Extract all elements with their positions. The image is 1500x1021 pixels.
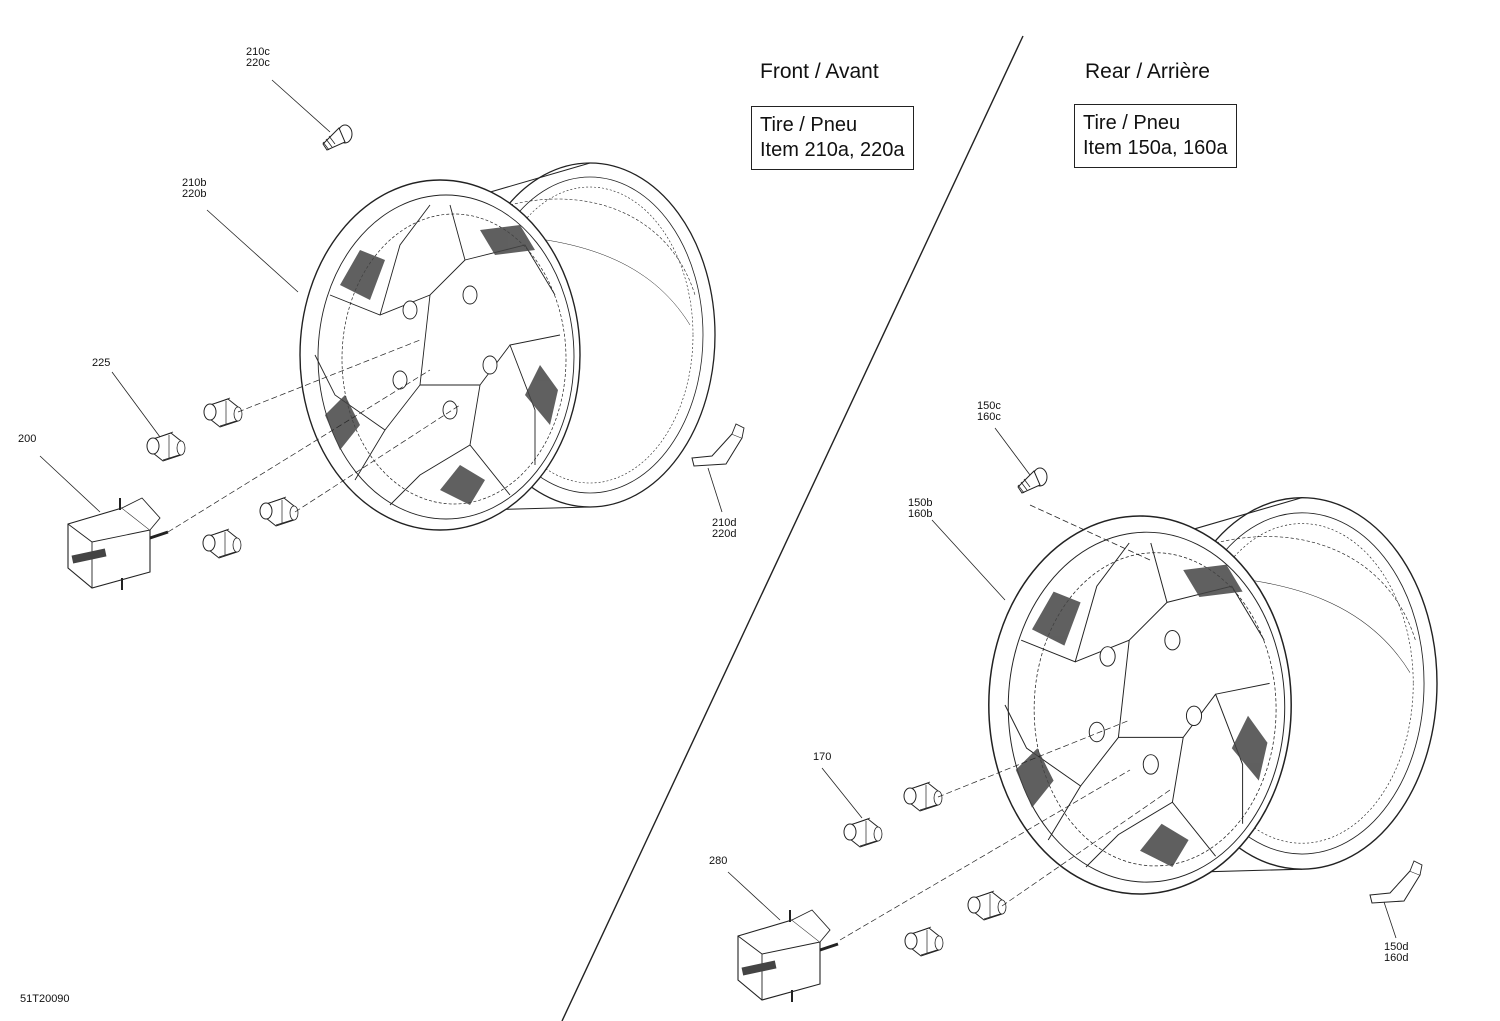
- callout-label: 150c: [977, 400, 1001, 412]
- front-tire-info-box: Tire / Pneu Item 210a, 220a: [751, 106, 914, 170]
- callout-225: 225: [92, 358, 110, 369]
- callout-label: 210d: [712, 517, 737, 529]
- front-wheel-group: [39, 79, 745, 592]
- front-wheel-weight: [691, 423, 745, 467]
- callout-150d-160d: 150d 160d: [1384, 942, 1408, 964]
- front-lug-nut-4: [202, 528, 242, 559]
- callout-label: 150d: [1384, 941, 1409, 953]
- callout-label: 225: [92, 357, 111, 369]
- rear-tire-info-box: Tire / Pneu Item 150a, 160a: [1074, 104, 1237, 168]
- rear-hub-cap: [736, 908, 840, 1004]
- callout-label: 210b: [182, 177, 207, 189]
- figure-id: 51T20090: [20, 993, 70, 1005]
- callout-label: 170: [813, 751, 832, 763]
- callout-label: 160d: [1384, 952, 1409, 964]
- front-tire-items: Item 210a, 220a: [760, 139, 905, 161]
- callout-280: 280: [709, 856, 727, 867]
- callout-label: 150b: [908, 497, 933, 509]
- rear-lug-nut-2: [843, 817, 883, 848]
- rear-wheel-weight: [1369, 860, 1423, 904]
- rear-lug-nut-3: [967, 890, 1007, 921]
- callout-210d-220d: 210d 220d: [712, 518, 736, 540]
- callout-label: 210c: [246, 46, 270, 58]
- callout-label: 160c: [977, 411, 1001, 423]
- callout-label: 280: [709, 855, 728, 867]
- rear-lug-nut-4: [904, 926, 944, 957]
- callout-label: 160b: [908, 508, 933, 520]
- front-lug-nut-3: [259, 496, 299, 527]
- rear-tire-label: Tire / Pneu: [1083, 112, 1181, 134]
- front-tire-label: Tire / Pneu: [760, 114, 858, 136]
- rear-tire-items: Item 150a, 160a: [1083, 137, 1228, 159]
- front-hub-cap: [66, 496, 170, 592]
- rear-section-title: Rear / Arrière: [1085, 60, 1210, 83]
- callout-210c-220c: 210c 220c: [246, 47, 270, 69]
- front-valve-stem: [322, 124, 353, 151]
- front-lug-nut-2: [146, 431, 186, 462]
- rear-rim: [988, 496, 1438, 895]
- front-lug-nut-1: [203, 397, 243, 428]
- callout-label: 220b: [182, 188, 207, 200]
- section-divider: [561, 35, 1024, 1021]
- front-section-title: Front / Avant: [760, 60, 879, 83]
- rear-valve-stem: [1017, 467, 1048, 494]
- callout-label: 220c: [246, 57, 270, 69]
- callout-label: 220d: [712, 528, 737, 540]
- rear-wheel-group: [727, 427, 1438, 1004]
- callout-150b-160b: 150b 160b: [908, 498, 932, 520]
- callout-label: 200: [18, 433, 37, 445]
- callout-200: 200: [18, 434, 36, 445]
- callout-210b-220b: 210b 220b: [182, 178, 206, 200]
- rear-lug-nut-1: [903, 781, 943, 812]
- front-rim: [299, 162, 716, 531]
- callout-170: 170: [813, 752, 831, 763]
- callout-150c-160c: 150c 160c: [977, 401, 1001, 423]
